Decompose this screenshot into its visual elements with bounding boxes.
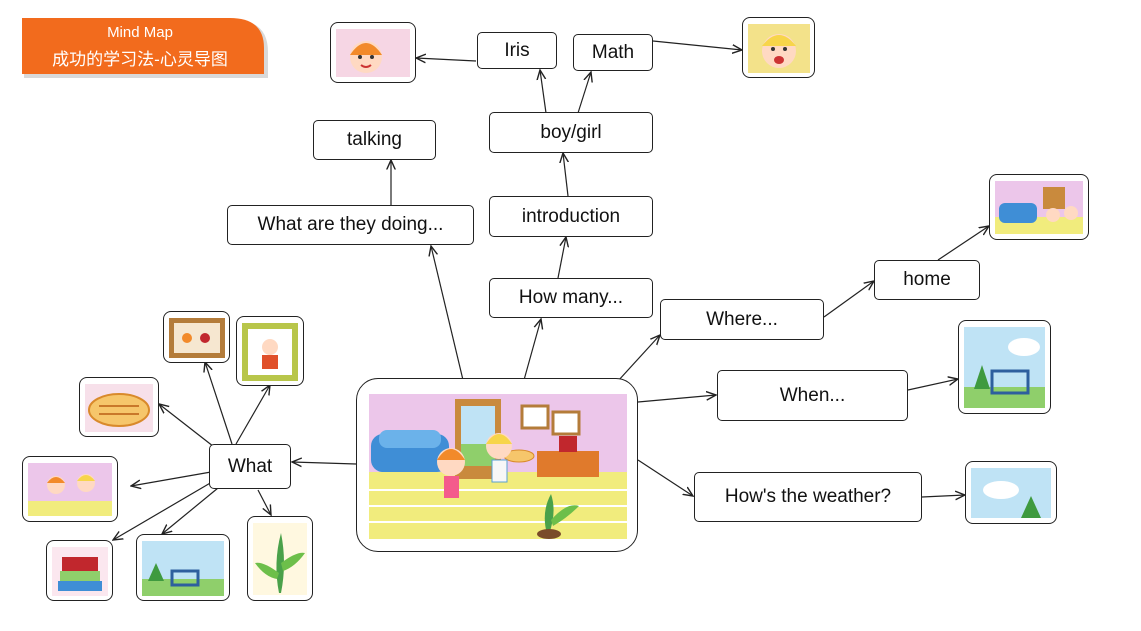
picture-boy-face[interactable]: [742, 17, 815, 78]
link-intro-boygirl: [563, 153, 568, 197]
link-what-park: [162, 487, 219, 534]
book-stack-picture: [52, 547, 108, 596]
node-introduction[interactable]: introduction: [489, 196, 653, 237]
picture-book-stack[interactable]: [46, 540, 113, 601]
mind-map-banner: Mind Map 成功的学习法-心灵导图: [22, 18, 270, 78]
center-picture-node[interactable]: [356, 378, 638, 552]
picture-park[interactable]: [958, 320, 1051, 414]
link-what-photo: [205, 362, 233, 445]
link-center-howmany: [523, 319, 541, 381]
two-children-picture: [28, 463, 112, 516]
plant-picture: [253, 523, 307, 595]
link-weather-picture: [921, 495, 965, 497]
home-room-picture: [995, 181, 1083, 234]
node-boy-girl[interactable]: boy/girl: [489, 112, 653, 153]
link-center-when: [637, 395, 716, 403]
node-home[interactable]: home: [874, 260, 980, 300]
living-room-scene-picture: [369, 394, 627, 539]
link-home-picture: [937, 226, 989, 261]
node-math[interactable]: Math: [573, 34, 653, 71]
banner-subtitle: 成功的学习法-心灵导图: [52, 50, 228, 69]
link-what-children: [131, 471, 212, 486]
picture-plant[interactable]: [247, 516, 313, 601]
link-boygirl-iris: [540, 70, 547, 114]
node-when[interactable]: When...: [717, 370, 908, 421]
link-math-picture: [652, 40, 742, 50]
framed-picture-picture: [242, 323, 298, 381]
picture-framed-photo[interactable]: [163, 311, 230, 363]
framed-photo-picture: [169, 318, 225, 358]
link-what-books: [113, 481, 213, 540]
girl-face-picture: [336, 29, 410, 77]
link-center-what: [292, 462, 357, 464]
link-center-where: [617, 335, 660, 382]
node-what[interactable]: What: [209, 444, 291, 489]
link-where-home: [823, 281, 874, 318]
link-what-pie: [159, 404, 219, 451]
picture-home[interactable]: [989, 174, 1089, 240]
link-iris-picture: [416, 58, 477, 61]
node-weather[interactable]: How's the weather?: [694, 472, 922, 522]
node-where[interactable]: Where...: [660, 299, 824, 340]
link-boygirl-math: [577, 72, 591, 114]
picture-framed-picture[interactable]: [236, 316, 304, 386]
node-iris[interactable]: Iris: [477, 32, 557, 69]
boy-face-picture: [748, 24, 810, 73]
link-what-plant: [257, 489, 271, 515]
sky-tree-picture: [971, 468, 1051, 518]
park-goal-picture: [142, 541, 224, 596]
node-what-are-they-doing[interactable]: What are they doing...: [227, 205, 474, 245]
picture-two-children[interactable]: [22, 456, 118, 522]
pie-picture: [85, 384, 153, 432]
banner-title: Mind Map: [107, 24, 173, 41]
park-sunny-picture: [964, 327, 1045, 408]
link-howmany-intro: [557, 237, 566, 279]
link-center-weather: [637, 459, 693, 496]
picture-pie[interactable]: [79, 377, 159, 437]
node-how-many[interactable]: How many...: [489, 278, 653, 318]
picture-girl-face[interactable]: [330, 22, 416, 83]
link-what-frame: [235, 385, 270, 445]
banner-shape: [22, 18, 268, 78]
link-when-picture: [907, 379, 958, 391]
picture-sky-tree[interactable]: [965, 461, 1057, 524]
node-talking[interactable]: talking: [313, 120, 436, 160]
picture-park-goal[interactable]: [136, 534, 230, 601]
link-center-doing: [431, 246, 464, 381]
